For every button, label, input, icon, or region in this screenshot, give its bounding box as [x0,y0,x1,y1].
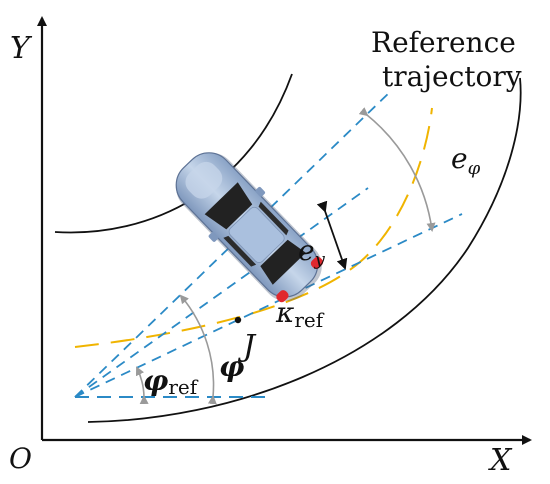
ref-angle-label: φref [143,364,199,399]
reference-trajectory-label-line2: trajectory [382,60,522,93]
y-axis-label: Y [10,31,33,66]
car-tail-light-right [310,256,324,269]
car-mirror-right [255,186,266,197]
projection-point-j [234,316,242,324]
heading-angle-arc [179,294,217,405]
lateral-error-subscript: y [314,249,326,270]
car-side-window-left [223,235,257,267]
car-mirror-left [208,232,219,242]
curvature-base: κ [275,296,294,329]
car-tail-light-left [276,290,289,303]
ref-angle-base: φ [143,364,169,397]
car-roof [228,206,285,263]
car-side-window-right [258,201,289,236]
lateral-error-label: ey [298,234,326,270]
car-windshield [204,182,253,230]
x-axis-label: X [488,443,513,478]
reference-trajectory-label-line1: Reference [371,26,516,59]
lateral-offset-line [74,187,369,398]
ref-angle-arc [136,366,149,405]
ref-angle-subscript: ref [168,375,198,399]
heading-error-base: e [451,142,468,175]
origin-label: O [9,442,32,475]
road-outer-edge [87,77,522,423]
car-illustration [175,152,324,303]
curvature-subscript: ref [294,308,324,332]
lateral-error-base: e [298,234,315,267]
car-hood [185,161,223,199]
lateral-error-arrow [316,200,348,270]
heading-error-subscript: φ [468,158,481,179]
car-rear-window [260,239,306,285]
vehicle-heading-line [74,89,393,398]
heading-angle-label: φ [219,350,245,383]
heading-error-label: eφ [451,142,481,179]
heading-error-arc [358,107,436,232]
curvature-label: κref [275,296,325,332]
